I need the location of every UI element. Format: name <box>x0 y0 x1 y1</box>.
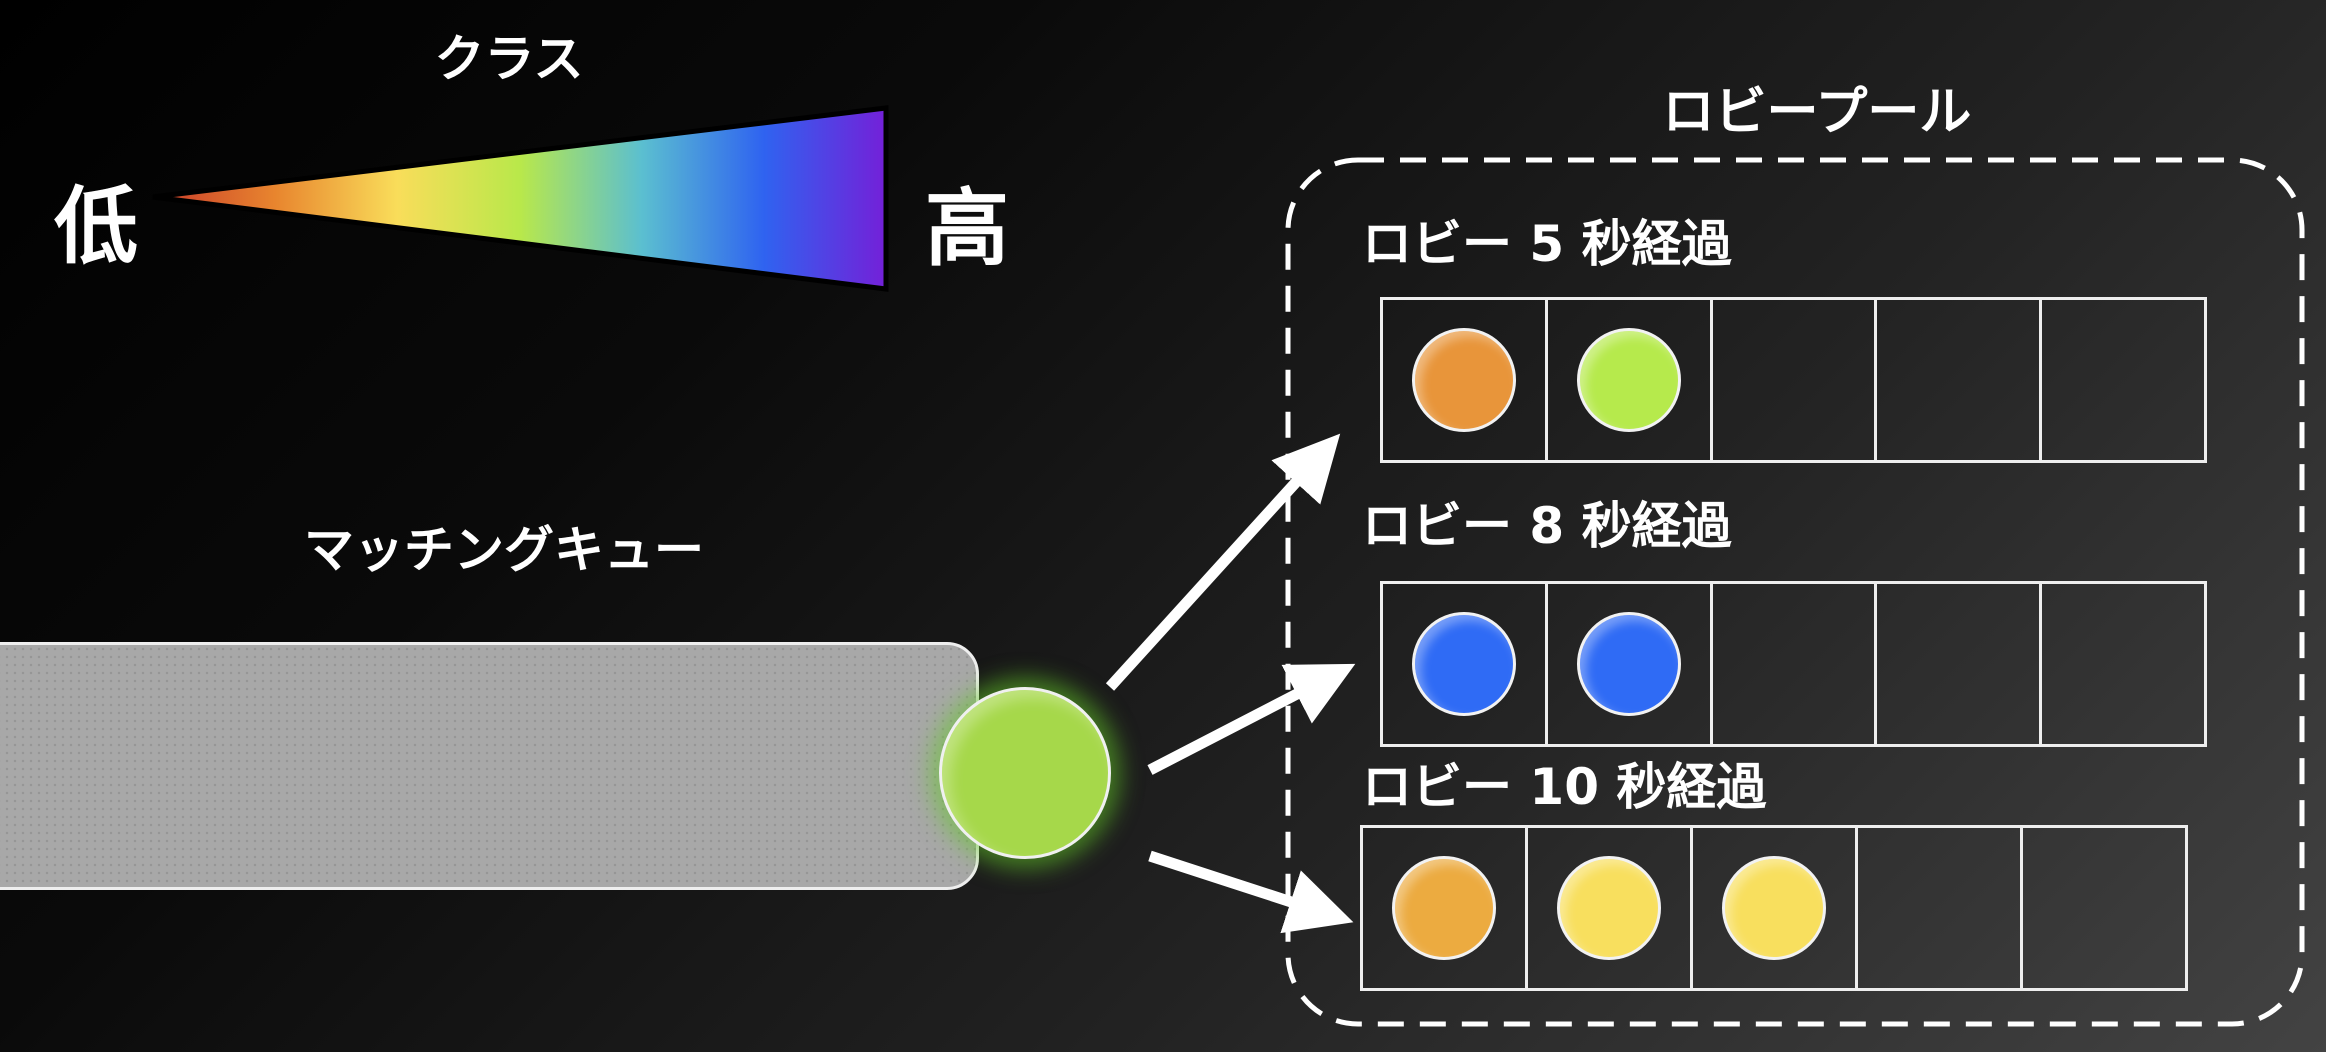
player-ball <box>1557 856 1661 960</box>
arrow-to-lobby-5 <box>1105 433 1341 691</box>
lobby-slot <box>1548 300 1713 460</box>
class-legend-title: クラス <box>434 30 584 88</box>
lobby-slot <box>1877 300 2043 460</box>
lobby-pool-title: ロビープール <box>1662 82 1972 143</box>
lobby-label: ロビー 10 秒経過 <box>1362 758 1767 816</box>
matching-queue-label: マッチングキュー <box>304 521 704 579</box>
player-ball <box>1576 612 1681 716</box>
player-ball <box>1411 612 1516 716</box>
lobby-slot <box>1548 584 1713 744</box>
class-high-label: 高 <box>924 179 1010 278</box>
player-ball <box>1392 856 1496 960</box>
lobby-slot <box>1693 828 1858 988</box>
lobby-slot <box>1877 584 2043 744</box>
player-ball <box>1722 856 1826 960</box>
lobby-slot <box>1528 828 1693 988</box>
class-gradient-wedge <box>152 105 889 292</box>
lobby-slot <box>1858 828 2023 988</box>
lobby-pool-border <box>1285 157 2305 1027</box>
lobby-slot <box>1713 584 1878 744</box>
arrow-to-lobby-8 <box>1147 663 1356 775</box>
matching-queue <box>0 642 979 890</box>
lobby-label: ロビー 8 秒経過 <box>1362 497 1732 555</box>
lobby-slot <box>1383 300 1548 460</box>
lobby-slot <box>1383 584 1548 744</box>
lobby-slots <box>1360 825 2188 991</box>
lobby-slot <box>2042 300 2204 460</box>
lobby-label: ロビー 5 秒経過 <box>1362 215 1732 273</box>
lobby-slot <box>1363 828 1528 988</box>
player-ball <box>1576 328 1681 432</box>
class-low-label: 低 <box>53 177 139 276</box>
incoming-player <box>939 687 1111 859</box>
lobby-slot <box>1713 300 1878 460</box>
lobby-slot <box>2023 828 2185 988</box>
lobby-slots <box>1380 297 2207 463</box>
arrow-to-lobby-10 <box>1148 850 1354 934</box>
lobby-slot <box>2042 584 2204 744</box>
player-ball <box>1411 328 1516 432</box>
lobby-slots <box>1380 581 2207 747</box>
